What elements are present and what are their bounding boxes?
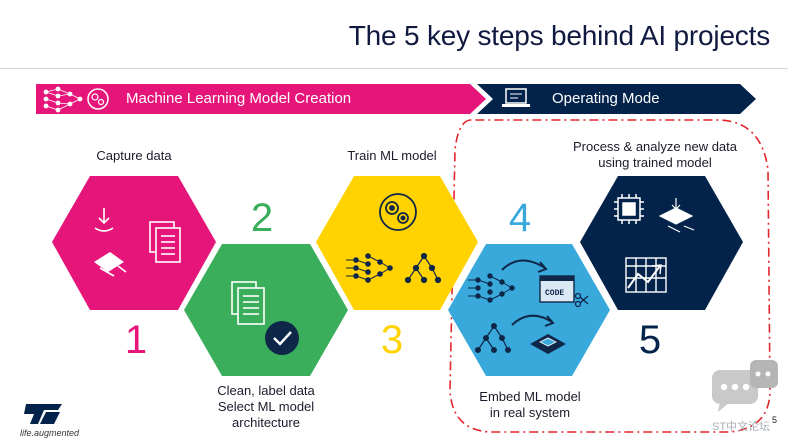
step-2-number: 2: [250, 196, 274, 240]
st-logo: [24, 404, 62, 424]
step-5-caption-line-2: using trained model: [598, 155, 712, 170]
step-2-caption: Clean, label data Select ML model archit…: [196, 383, 336, 431]
embedded-board-icon: [530, 334, 566, 354]
step-5-number: 5: [638, 318, 662, 362]
labeled-documents-icon: [231, 281, 265, 325]
chat-bubble-icon: [712, 360, 778, 412]
arrow-to-chip-icon: [511, 314, 555, 327]
step-2-caption-line-2: Select ML model: [217, 399, 315, 414]
step-2-hexagon: [184, 244, 348, 376]
gears-icon: [379, 193, 417, 231]
embed-tree-icon: [475, 323, 512, 354]
code-label: CODE: [545, 289, 564, 298]
step-1-hexagon: [52, 176, 216, 310]
step-4-number: 4: [508, 196, 532, 240]
training-network-icon: [346, 253, 393, 283]
scissors-icon: [574, 292, 589, 308]
step-4-hexagon: [448, 244, 610, 376]
step-2-caption-line-3: architecture: [232, 415, 300, 430]
watermark-text: ST中文论坛: [712, 421, 771, 433]
operating-banner-bg: [477, 84, 756, 114]
laptop-icon: [502, 88, 530, 107]
step-3-hexagon: [316, 176, 478, 310]
ml-creation-banner-bg: [36, 84, 486, 114]
tree-icon: [404, 252, 442, 284]
step-5-hexagon: [580, 176, 743, 310]
step-4-caption-line-2: in real system: [489, 405, 571, 420]
data-capture-icon: [94, 208, 127, 277]
step-5-caption: Process & analyze new data using trained…: [560, 139, 750, 171]
title-divider: [0, 68, 788, 69]
step-3-caption: Train ML model: [347, 148, 437, 163]
processor-icon: [614, 194, 644, 224]
chart-analysis-icon: [625, 257, 667, 293]
step-1-caption: Capture data: [96, 148, 172, 163]
embed-network-icon: [468, 273, 515, 303]
code-window-icon: [539, 275, 575, 303]
logo-tagline: life.augmented: [20, 428, 80, 438]
step-4-caption: Embed ML model in real system: [460, 389, 600, 421]
step-1-number: 1: [124, 318, 148, 362]
step-4-caption-line-1: Embed ML model: [479, 389, 581, 404]
checkmark-icon: [265, 321, 299, 355]
process-banner: [36, 84, 756, 114]
neural-network-icon: [43, 86, 83, 113]
operating-mode-label: Operating Mode: [552, 90, 660, 107]
page-number: 5: [772, 415, 778, 425]
step-2-caption-line-1: Clean, label data: [217, 383, 315, 398]
gear-brain-icon: [87, 88, 109, 110]
documents-icon: [149, 221, 181, 263]
ml-creation-label: Machine Learning Model Creation: [126, 90, 352, 107]
step-3-number: 3: [380, 318, 404, 362]
arrow-to-code-icon: [501, 259, 548, 273]
sensor-board-icon: [658, 198, 695, 233]
page-title: The 5 key steps behind AI projects: [348, 20, 770, 51]
step-5-caption-line-1: Process & analyze new data: [572, 139, 738, 154]
